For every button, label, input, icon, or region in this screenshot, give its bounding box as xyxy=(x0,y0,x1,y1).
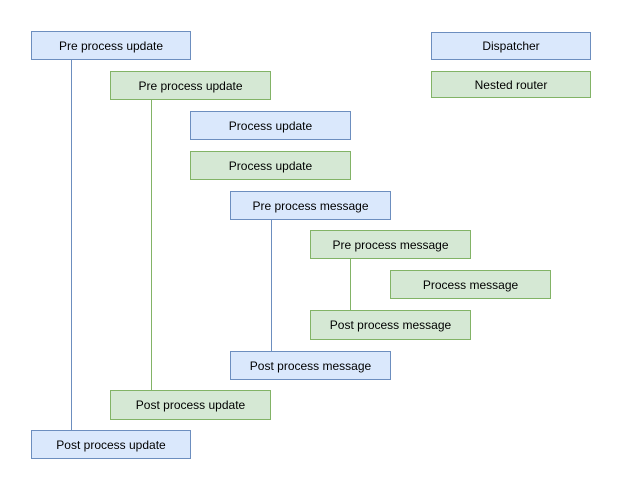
connector-update-green-line xyxy=(151,100,152,390)
node-pre-process-message-blue: Pre process message xyxy=(230,191,391,220)
node-pre-process-update-green: Pre process update xyxy=(110,71,271,100)
node-nested-router: Nested router xyxy=(431,71,591,98)
node-dispatcher: Dispatcher xyxy=(431,32,591,60)
node-process-message-green: Process message xyxy=(390,270,551,299)
node-post-process-update-blue: Post process update xyxy=(31,430,191,459)
node-pre-process-message-green: Pre process message xyxy=(310,230,471,259)
node-post-process-update-green: Post process update xyxy=(110,390,271,420)
node-post-process-message-green: Post process message xyxy=(310,310,471,340)
node-pre-process-update-blue: Pre process update xyxy=(31,31,191,60)
connector-message-blue-line xyxy=(271,220,272,351)
node-process-update-blue: Process update xyxy=(190,111,351,140)
connector-message-green-line xyxy=(350,259,351,310)
connector-update-blue-line xyxy=(71,60,72,430)
node-post-process-message-blue: Post process message xyxy=(230,351,391,380)
node-process-update-green: Process update xyxy=(190,151,351,180)
